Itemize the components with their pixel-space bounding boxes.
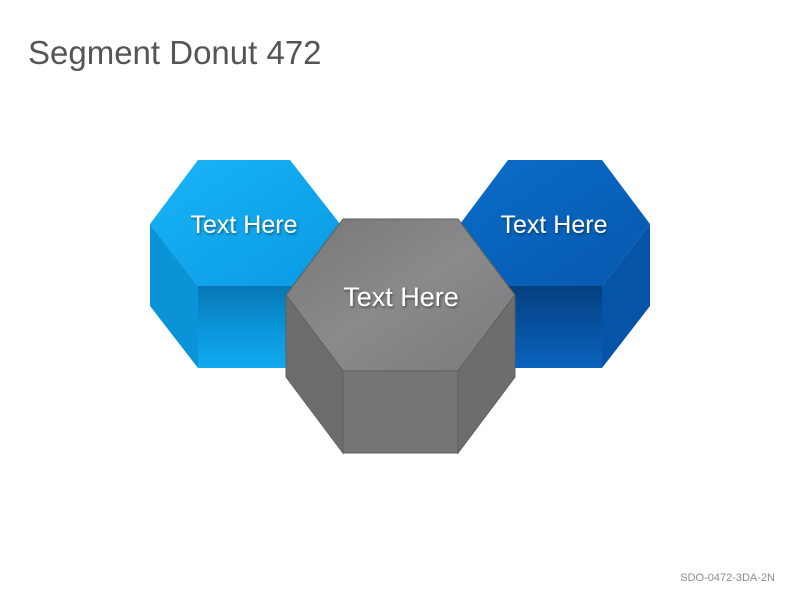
segment-right-front-face bbox=[508, 286, 602, 368]
segment-left-label: Text Here bbox=[191, 211, 298, 239]
slide-title: Segment Donut 472 bbox=[28, 34, 322, 71]
segment-right-top-face bbox=[460, 160, 650, 286]
segment-right-side-face bbox=[602, 224, 650, 368]
segment-center: Text Here bbox=[285, 218, 516, 455]
segment-left-front-face bbox=[198, 286, 300, 368]
segment-center-right-face bbox=[457, 293, 516, 455]
segment-right-label: Text Here bbox=[501, 211, 608, 239]
segment-center-front-face bbox=[342, 370, 459, 454]
segment-right: Text Here bbox=[460, 160, 650, 368]
slide-code: SDO-0472-3DA-2N bbox=[680, 572, 775, 584]
segment-center-label: Text Here bbox=[343, 282, 459, 312]
segment-left: Text Here bbox=[150, 160, 340, 368]
segment-left-side-face bbox=[150, 224, 198, 368]
segment-left-top-face bbox=[150, 160, 340, 286]
